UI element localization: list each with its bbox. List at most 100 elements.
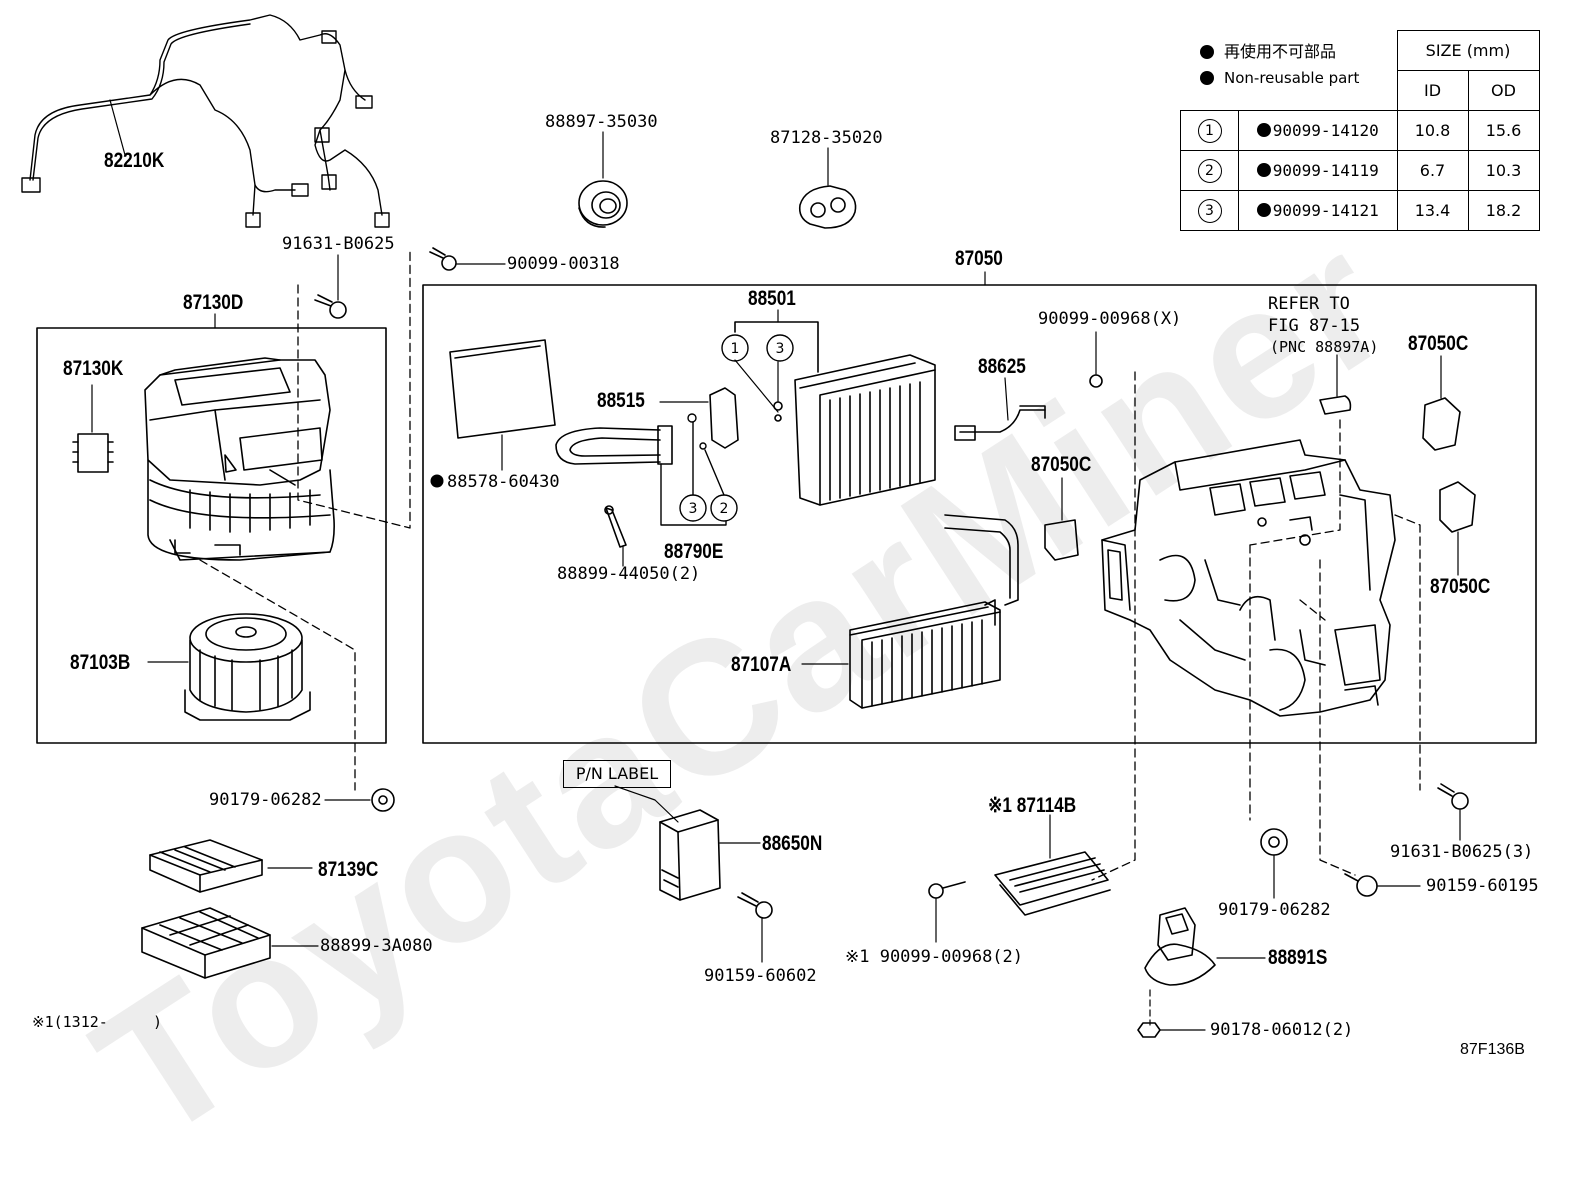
part-label-90159-60602[interactable]: 90159-60602 [704,966,817,986]
size-od-header: OD [1467,70,1540,111]
non-reusable-dot-icon [1256,163,1271,177]
callout-3-top: 3 [776,341,785,357]
callout-1-top: 1 [731,341,740,357]
part-label-91631-B0625[interactable]: 91631-B0625 [282,234,395,254]
part-label-91631-B0625-3[interactable]: 91631-B0625(3) [1390,842,1534,862]
ref-circle: 1 [1197,118,1222,143]
table-row: 1 90099-14120 10.8 15.6 [1180,110,1540,151]
part-label-88790E[interactable]: 88790E [664,540,724,563]
part-label-87107A[interactable]: 87107A [731,653,792,676]
screw-90099-00318 [429,247,506,271]
id-value: 10.8 [1396,110,1469,151]
refer-note-line3: (PNC 88897A) [1270,338,1379,356]
filter-87139C [149,839,313,893]
part-label-90178-06012[interactable]: 90178-06012(2) [1210,1020,1354,1040]
part-label-87050C-middle[interactable]: 87050C [1031,453,1092,476]
screw-90159-60195 [1344,873,1421,897]
part-label-90099-00968-2[interactable]: ※1 90099-00968(2) [845,947,1024,967]
part-label-87103B[interactable]: 87103B [70,651,131,674]
actuator-87050C-bottom [1439,481,1476,576]
bolt-91631-B0625 [314,254,347,319]
part-label-88899-44050[interactable]: 88899-44050(2) [557,564,701,584]
part-label-90179-06282-left[interactable]: 90179-06282 [209,790,322,810]
part-label-87130D[interactable]: 87130D [183,291,244,314]
figure-id: 87F136B [1460,1041,1525,1058]
mount-88891S [1144,907,1266,1026]
table-row: 2 90099-14119 6.7 10.3 [1180,150,1540,191]
grommet-87128-35020 [798,147,857,229]
non-reusable-dot-icon [1256,123,1271,137]
non-reusable-dot-88578 [430,474,444,488]
part-label-90159-60195[interactable]: 90159-60195 [1426,876,1539,896]
evaporator-88501 [734,309,936,506]
part-label-90179-06282-right[interactable]: 90179-06282 [1218,900,1331,920]
part-number: 90099-14120 [1272,121,1379,140]
resistor-87130K [72,384,114,473]
part-label-87139C[interactable]: 87139C [318,858,379,881]
refer-note-line1: REFER TO [1268,294,1350,314]
part-label-87050[interactable]: 87050 [955,247,1003,270]
size-id-header: ID [1396,70,1469,111]
part-label-87128-35020[interactable]: 87128-35020 [770,128,883,148]
filter-88899-3A080 [141,907,319,979]
part-label-82210K[interactable]: 82210K [104,149,165,172]
heater-87114B [994,814,1111,916]
bolt-91631-B0625-3 [1437,783,1469,841]
bolt-88899-44050 [604,505,627,567]
hvac-unit-87050 [1101,439,1396,717]
blower-housing-87130D [144,357,335,561]
wire-harness-82210K [21,14,390,228]
part-label-90099-00318[interactable]: 90099-00318 [507,254,620,274]
part-label-90099-00968-X[interactable]: 90099-00968(X) [1038,309,1182,329]
size-table: SIZE (mm) ID OD 1 90099-14120 10.8 15.6 … [1180,30,1540,231]
non-reusable-dot-icon [1256,203,1271,217]
screw-90159-60602 [737,892,773,963]
legend-dot-icon [1200,71,1214,85]
od-value: 18.2 [1467,190,1540,231]
part-label-88891S[interactable]: 88891S [1268,946,1328,969]
part-label-88578-60430[interactable]: 88578-60430 [447,472,560,492]
pipe-88515 [555,387,739,465]
callout-3-bottom: 3 [689,501,698,517]
legend-english: Non-reusable part [1224,69,1360,87]
part-label-88897-35030[interactable]: 88897-35030 [545,112,658,132]
heater-core-87107A [801,514,1019,709]
part-label-87114B[interactable]: ※1 87114B [988,794,1077,817]
nut-90179-06282-right [1260,828,1288,899]
blower-motor-87103B [147,613,311,721]
pn-label-box: P/N LABEL [563,760,671,788]
screw-90099-00968-2 [928,881,966,943]
connector-refer-88897A [1319,354,1352,415]
part-label-88515[interactable]: 88515 [597,389,645,412]
ref-circle: 2 [1197,158,1222,183]
id-value: 13.4 [1396,190,1469,231]
ref-circle: 3 [1197,198,1222,223]
footnote: ※1(1312- ) [32,1013,162,1031]
legend-japanese: 再使用不可部品 [1224,42,1337,61]
part-label-87130K[interactable]: 87130K [63,357,124,380]
od-value: 10.3 [1467,150,1540,191]
table-row: 3 90099-14121 13.4 18.2 [1180,190,1540,231]
filter-88578-60430 [449,339,556,471]
module-88650N [614,785,761,901]
refer-note-line2: FIG 87-15 [1268,316,1361,336]
callout-2-bottom: 2 [720,501,729,517]
od-value: 15.6 [1467,110,1540,151]
actuator-87050C-top [1422,355,1461,451]
part-number: 90099-14119 [1272,161,1379,180]
callout-circles [660,334,794,526]
part-label-88501[interactable]: 88501 [748,287,796,310]
part-label-88650N[interactable]: 88650N [762,832,823,855]
actuator-87050C-middle [1044,477,1079,561]
nut-90179-06282-left [324,788,395,812]
part-label-88625[interactable]: 88625 [978,355,1026,378]
frame-87130D [36,327,387,744]
screw-90099-00968-X [1089,331,1103,388]
grommet-88897-35030 [578,131,628,228]
part-label-88899-3A080[interactable]: 88899-3A080 [320,936,433,956]
id-value: 6.7 [1396,150,1469,191]
nut-90178-06012 [1137,1022,1206,1038]
part-label-87050C-top[interactable]: 87050C [1408,332,1469,355]
part-label-87050C-bottom[interactable]: 87050C [1430,575,1491,598]
part-number: 90099-14121 [1272,201,1379,220]
